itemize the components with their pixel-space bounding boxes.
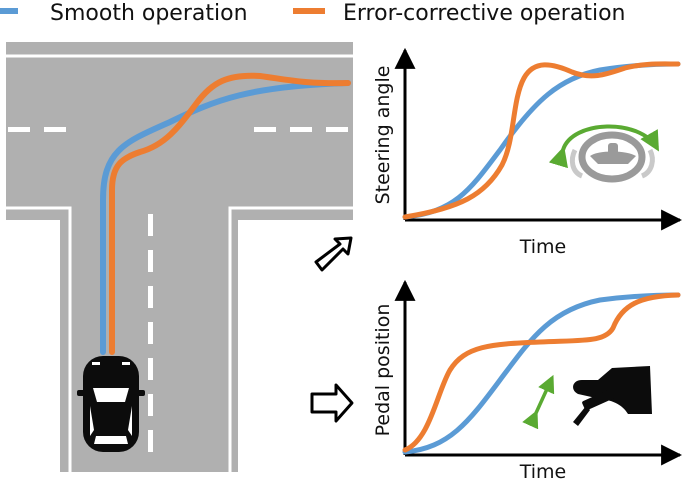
road-map [6,42,353,472]
pedal-corrective-curve [402,292,681,453]
road-edge-right [228,206,353,472]
steering-wheel-icon [548,124,659,183]
steering-ylabel: Steering angle [372,66,394,205]
legend-corrective-label: Error-corrective operation [343,1,625,26]
legend: Smooth operation Error-corrective operat… [0,1,625,26]
pedal-plot: Pedal position Time [372,279,683,482]
smooth-trajectory [100,80,351,355]
foot-pedal-icon [522,366,652,430]
road-edge-left [6,206,72,472]
corrective-trajectory [109,72,351,355]
steering-plot: Steering angle Time [372,47,683,258]
pedal-smooth-curve [402,292,681,455]
steering-xlabel: Time [519,236,567,258]
pointer-arrow-pedal [310,383,354,423]
pointer-arrow-steering [314,236,353,272]
steering-corrective-curve [402,61,681,220]
pedal-xlabel: Time [519,461,567,482]
car-icon [77,356,145,452]
horizontal-centerline [8,127,348,132]
vertical-centerline [148,214,153,452]
legend-smooth-label: Smooth operation [50,1,248,26]
pedal-ylabel: Pedal position [372,304,394,437]
